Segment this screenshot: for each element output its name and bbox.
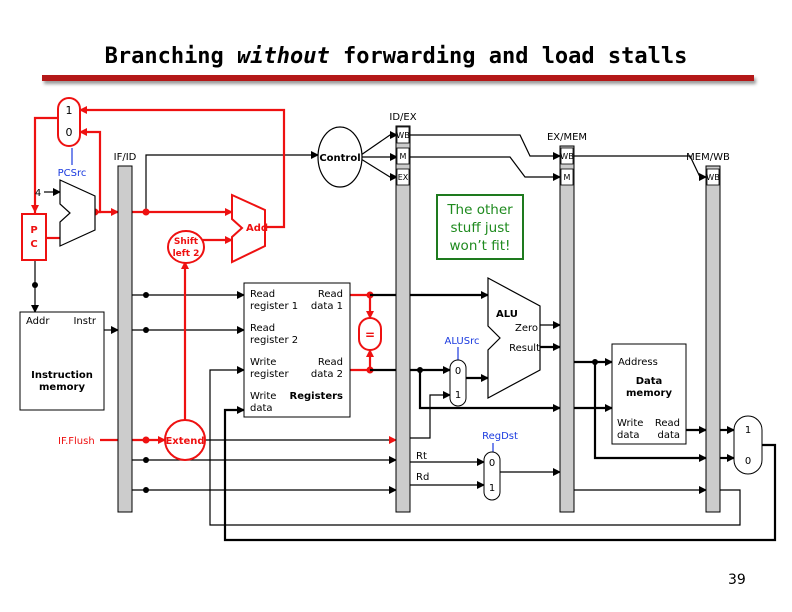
pc-adder — [59, 179, 96, 247]
wr-a: Write — [250, 357, 276, 368]
wbmux-zero: 0 — [745, 456, 751, 467]
title-emphasis: without — [237, 44, 330, 69]
control-label: Control — [319, 153, 360, 164]
rd-label: Rd — [416, 472, 429, 483]
title-suffix: forwarding and load stalls — [329, 44, 688, 69]
red-wires — [31, 106, 397, 444]
dmem-address: Address — [618, 357, 658, 368]
exmem-m: M — [564, 173, 571, 182]
ifflush-label: IF.Flush — [58, 436, 95, 447]
idex-label: ID/EX — [389, 112, 416, 123]
sign-extend: Extend — [164, 419, 206, 461]
pcsrc-label: PCSrc — [58, 168, 87, 179]
regdst-label: RegDst — [482, 431, 518, 442]
rr1-a: Read — [250, 289, 275, 300]
extend-label: Extend — [165, 436, 204, 447]
shift-label-1: Shift — [174, 237, 199, 247]
add-label: Add — [246, 223, 268, 234]
rr1-b: register 1 — [250, 301, 298, 312]
pcmux-one: 1 — [66, 104, 73, 117]
pc-register: P C — [21, 213, 47, 261]
rd1-a: Read — [318, 289, 343, 300]
black-junction-dots — [32, 282, 598, 493]
memwb-label: MEM/WB — [686, 152, 730, 163]
black-wires — [31, 131, 777, 542]
alusrc-mux: 0 1 — [449, 359, 467, 407]
dmem-write-a: Write — [617, 418, 643, 429]
alu: ALU Zero Result — [487, 276, 541, 400]
exmem-wb: WB — [560, 152, 573, 161]
idex-ex: EX — [398, 173, 409, 182]
alu-result: Result — [509, 343, 540, 354]
page-number: 39 — [728, 572, 746, 588]
rdmux-zero: 0 — [489, 458, 495, 469]
imem-name-2: memory — [39, 382, 85, 393]
wd-a: Write — [250, 391, 276, 402]
dmem-write-b: data — [617, 430, 640, 441]
instruction-memory: Addr Instr Instruction memory — [19, 311, 105, 411]
ex-mem-register — [559, 145, 575, 513]
rd2-a: Read — [318, 357, 343, 368]
alu-label: ALU — [496, 309, 518, 320]
alumux-one: 1 — [455, 390, 461, 401]
alusrc-label: ALUSrc — [445, 336, 480, 347]
memwb-control-fields: WB — [706, 168, 720, 186]
rt-label: Rt — [416, 451, 427, 462]
exmem-control-fields: WB M — [560, 147, 574, 186]
slide-title: Branching without forwarding and load st… — [0, 44, 792, 69]
mem-wb-register — [705, 165, 721, 513]
regs-name: Registers — [290, 391, 344, 402]
note-line-1: The other — [447, 202, 513, 218]
equals-label: = — [365, 328, 375, 342]
pcmux-zero: 0 — [66, 126, 73, 139]
dmem-read-a: Read — [655, 418, 680, 429]
idex-m: M — [400, 152, 407, 161]
imem-instr: Instr — [73, 316, 96, 327]
four-label: 4 — [35, 188, 41, 199]
dmem-name-1: Data — [636, 376, 663, 387]
title-rule — [42, 75, 754, 81]
register-file: Read register 1 Read data 1 Read registe… — [243, 282, 351, 418]
rd2-b: data 2 — [311, 369, 343, 380]
alu-zero: Zero — [515, 323, 538, 334]
regdst-mux: 0 1 — [483, 451, 501, 501]
rr2-b: register 2 — [250, 335, 298, 346]
wd-b: data — [250, 403, 273, 414]
memwb-wb: WB — [706, 173, 719, 182]
imem-name-1: Instruction — [31, 370, 93, 381]
dmem-read-b: data — [657, 430, 680, 441]
branch-adder: Add — [231, 193, 268, 264]
shift-left-2: Shift left 2 — [167, 230, 205, 264]
dmem-name-2: memory — [626, 388, 672, 399]
wbmux-one: 1 — [745, 425, 751, 436]
note-box: The other stuff just won’t fit! — [436, 194, 524, 260]
idex-control-fields: WB M EX — [396, 126, 410, 186]
control-unit: Control — [317, 126, 363, 188]
rdmux-one: 1 — [489, 483, 495, 494]
wr-b: register — [250, 369, 289, 380]
idex-wb: WB — [396, 131, 409, 140]
note-line-2: stuff just — [450, 220, 510, 236]
pc-label-2: C — [30, 239, 37, 250]
imem-addr: Addr — [26, 316, 50, 327]
note-line-3: won’t fit! — [449, 238, 511, 254]
exmem-label: EX/MEM — [547, 132, 587, 143]
equality-comparator: = — [358, 317, 382, 351]
rd1-b: data 1 — [311, 301, 343, 312]
title-prefix: Branching — [104, 44, 238, 69]
pc-source-mux: 1 0 — [57, 97, 81, 147]
shift-label-2: left 2 — [173, 249, 200, 259]
if-id-register — [117, 165, 133, 513]
rr2-a: Read — [250, 323, 275, 334]
ifid-label: IF/ID — [114, 152, 137, 163]
pc-label-1: P — [30, 225, 37, 236]
writeback-mux: 1 0 — [733, 415, 763, 475]
alumux-zero: 0 — [455, 366, 461, 377]
id-ex-register — [395, 125, 411, 513]
data-memory: Address Data memory Write data Read data — [611, 343, 687, 445]
